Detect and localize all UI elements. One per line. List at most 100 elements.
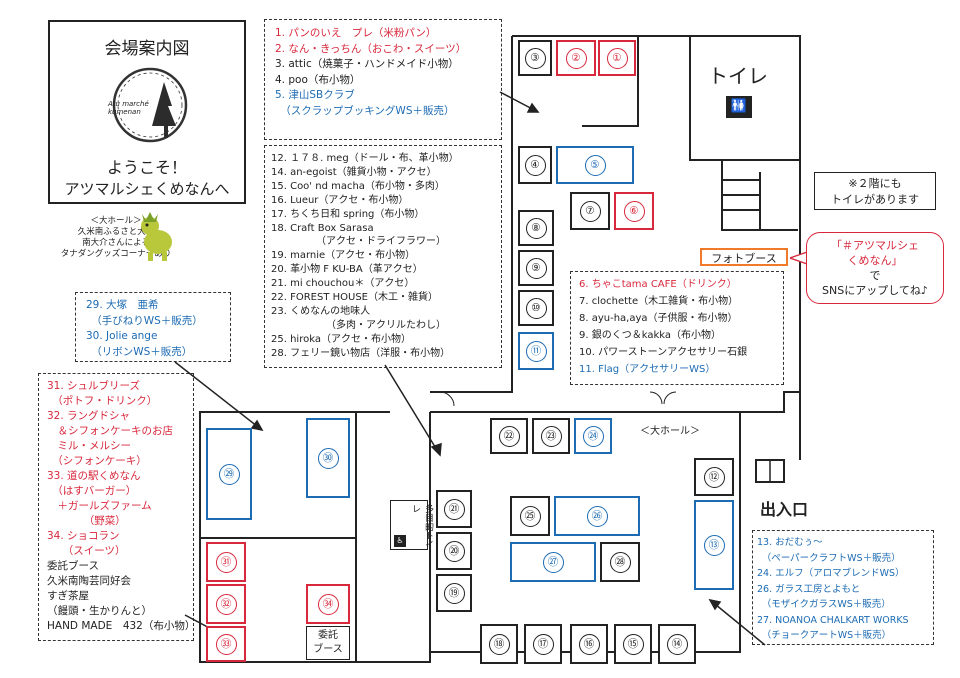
list-line: 5. 津山SBクラブ — [275, 89, 355, 101]
list-line: 22. FOREST HOUSE（木工・雑貨） — [271, 292, 438, 304]
stall-17[interactable]: ⑰ — [524, 624, 562, 664]
list-line: 9. 銀のくつ＆kakka（布小物） — [579, 330, 721, 341]
vendor-list-middle: 12. １７８. meg（ドール・布、革小物） 14. an-egoist（雑貨小… — [264, 145, 502, 368]
stall-31[interactable]: ㉛ — [206, 542, 246, 582]
list-middle-lines: 12. １７８. meg（ドール・布、革小物） 14. an-egoist（雑貨小… — [271, 152, 501, 361]
callout-pointer — [790, 251, 810, 265]
list-line: （アクセ・ドライフラワー） — [271, 236, 446, 248]
list-line: 8. ayu-ha,aya（子供服・布小物） — [579, 313, 738, 324]
list-line: 15. Coo' nd macha（布小物・多肉） — [271, 180, 445, 192]
list-line: 28. フェリー鏡い物店（洋服・布小物） — [271, 347, 451, 359]
list-line: 30. Jolie ange — [86, 330, 158, 342]
list-line: （スイーツ） — [47, 545, 126, 557]
stall-7[interactable]: ⑦ — [570, 192, 610, 230]
list-line: 27. NOANOA CHALKART WORKS — [757, 614, 909, 626]
list-line: 24. エルフ（アロマブレンドWS） — [757, 568, 905, 579]
stall-5[interactable]: ⑤ — [556, 146, 634, 184]
list-line: （スクラップブッキングWS＋販売） — [275, 104, 455, 117]
multi-purpose-toilet: 多目的トイレ ♿ — [390, 500, 433, 550]
list-line: 17. ちくち日和 spring（布小物） — [271, 208, 425, 220]
stall-8[interactable]: ⑧ — [518, 210, 554, 246]
page-title: 会場案内図 — [104, 39, 190, 59]
big-hall-label: ＜大ホール＞ — [640, 426, 700, 437]
list-line: 11. Flag（アクセサリーWS） — [579, 364, 716, 375]
restroom-icon: 🚻 — [726, 96, 752, 118]
list-line: ミル・メルシー — [47, 440, 131, 452]
vendor-list-top: 1. パンのいえ プレ（米粉パン）2. なん・きっちん（おこわ・スイーツ）3. … — [264, 19, 502, 140]
photo-booth[interactable]: フォトブース — [700, 248, 788, 266]
list-line: （はすバーガー） — [47, 485, 137, 497]
list-line: 31. シュルブリーズ — [47, 380, 141, 392]
list-line: 14. an-egoist（雑貨小物・アクセ） — [271, 166, 437, 178]
list-line: 12. １７８. meg（ドール・布、革小物） — [271, 153, 459, 164]
list-line: 29. 大塚 亜希 — [86, 299, 159, 311]
stall-25[interactable]: ㉕ — [510, 496, 550, 536]
list-line: （多肉・アクリルたわし） — [271, 319, 446, 331]
list-line: （シフォンケーキ） — [47, 455, 147, 467]
stall-22[interactable]: ㉒ — [490, 418, 528, 454]
list-line: 1. パンのいえ プレ（米粉パン） — [275, 27, 437, 39]
list-line: 19. marnie（アクセ・布小物） — [271, 250, 416, 262]
list-line: ＆シフォンケーキのお店 — [47, 425, 173, 437]
stall-33[interactable]: ㉝ — [206, 626, 246, 662]
list-line: （チョークアートWS＋販売） — [757, 630, 892, 641]
vendor-list-left-blue: 29. 大塚 亜希 （手びねりWS＋販売）30. Jolie ange （リボン… — [75, 292, 231, 362]
sns-callout: 「＃アツマルシェ くめなん」 で SNSにアップしてね♪ — [806, 232, 944, 304]
welcome-line-1: ようこそ！ — [106, 158, 187, 177]
list-line: （野菜） — [47, 515, 126, 527]
stall-9[interactable]: ⑨ — [518, 250, 554, 286]
stall-30[interactable]: ㉚ — [306, 418, 350, 498]
stall-19[interactable]: ⑲ — [436, 574, 472, 612]
stall-34[interactable]: ㉞ — [306, 584, 350, 624]
list-left-blue-lines: 29. 大塚 亜希 （手びねりWS＋販売）30. Jolie ange （リボン… — [86, 298, 230, 360]
stall-24[interactable]: ㉔ — [574, 418, 612, 454]
list-line: 20. 革小物 F KU-BA（革アクセ） — [271, 264, 423, 276]
stall-13[interactable]: ⑬ — [694, 500, 734, 590]
stall-23[interactable]: ㉓ — [532, 418, 570, 454]
stall-15[interactable]: ⑮ — [614, 624, 652, 664]
list-line: 21. mi chouchou＊（アクセ） — [271, 278, 415, 290]
list-right-lines: 6. ちゃこtama CAFE（ドリンク）7. clochette（木工雑貨・布… — [579, 276, 783, 378]
stall-1[interactable]: ① — [598, 40, 636, 76]
stall-32[interactable]: ㉜ — [206, 584, 246, 624]
accessible-toilet-icon: ♿ — [394, 535, 406, 547]
vendor-list-left-red: 31. シュルブリーズ （ポトフ・ドリンク）32. ラングドシャ ＆シフォンケー… — [38, 373, 196, 641]
stall-29[interactable]: ㉙ — [206, 428, 252, 520]
vendor-list-right: 6. ちゃこtama CAFE（ドリンク）7. clochette（木工雑貨・布… — [570, 271, 784, 385]
stall-12[interactable]: ⑫ — [694, 458, 734, 496]
toilet-label: トイレ — [708, 64, 768, 88]
stall-10[interactable]: ⑩ — [518, 290, 554, 326]
stall-2[interactable]: ② — [556, 40, 596, 76]
consignment-booth[interactable]: 委託 ブース — [306, 626, 350, 660]
stall-27[interactable]: ㉗ — [510, 542, 596, 582]
list-top-lines: 1. パンのいえ プレ（米粉パン）2. なん・きっちん（おこわ・スイーツ）3. … — [275, 26, 501, 119]
stall-4[interactable]: ④ — [518, 146, 552, 184]
list-bottom-right-lines: 13. おだむぅ〜 （ペーパークラフトWS＋販売）24. エルフ（アロマブレンド… — [757, 535, 933, 644]
stall-14[interactable]: ⑭ — [658, 624, 696, 664]
stall-28[interactable]: ㉘ — [600, 542, 640, 582]
stall-3[interactable]: ③ — [518, 40, 552, 76]
list-line: 32. ラングドシャ — [47, 410, 131, 422]
list-line: 4. poo（布小物） — [275, 73, 361, 86]
toilet-note: ※２階にも トイレがあります — [814, 172, 936, 210]
welcome-line-2: アツマルシェくめなんへ — [64, 180, 230, 198]
stall-21[interactable]: ㉑ — [436, 490, 472, 528]
list-line: HAND MADE 432（布小物） — [47, 620, 196, 632]
stall-11[interactable]: ⑪ — [518, 332, 554, 370]
list-line: （手びねりWS＋販売） — [86, 314, 203, 327]
list-line: 7. clochette（木工雑貨・布小物） — [579, 296, 739, 307]
list-left-red-lines: 31. シュルブリーズ （ポトフ・ドリンク）32. ラングドシャ ＆シフォンケー… — [47, 379, 196, 634]
title-panel: 会場案内図 Atu marché kumenan ようこそ！ アツマルシェくめな… — [48, 20, 246, 204]
list-line: 久米南陶芸同好会 — [47, 575, 131, 587]
dinosaur-mascot-icon — [141, 212, 172, 261]
stall-18[interactable]: ⑱ — [480, 624, 518, 664]
stall-20[interactable]: ⑳ — [436, 532, 472, 570]
list-line: 33. 道の駅くめなん — [47, 470, 141, 482]
stall-16[interactable]: ⑯ — [570, 624, 608, 664]
list-line: 16. Lueur（アクセ・布小物） — [271, 194, 409, 206]
stall-26[interactable]: ㉖ — [554, 496, 640, 536]
list-line: 委託ブース — [47, 560, 99, 572]
vendor-list-bottom-right: 13. おだむぅ〜 （ペーパークラフトWS＋販売）24. エルフ（アロマブレンド… — [752, 530, 934, 645]
list-line: （饅頭・生かりんと） — [47, 605, 152, 617]
stall-6[interactable]: ⑥ — [614, 192, 654, 230]
